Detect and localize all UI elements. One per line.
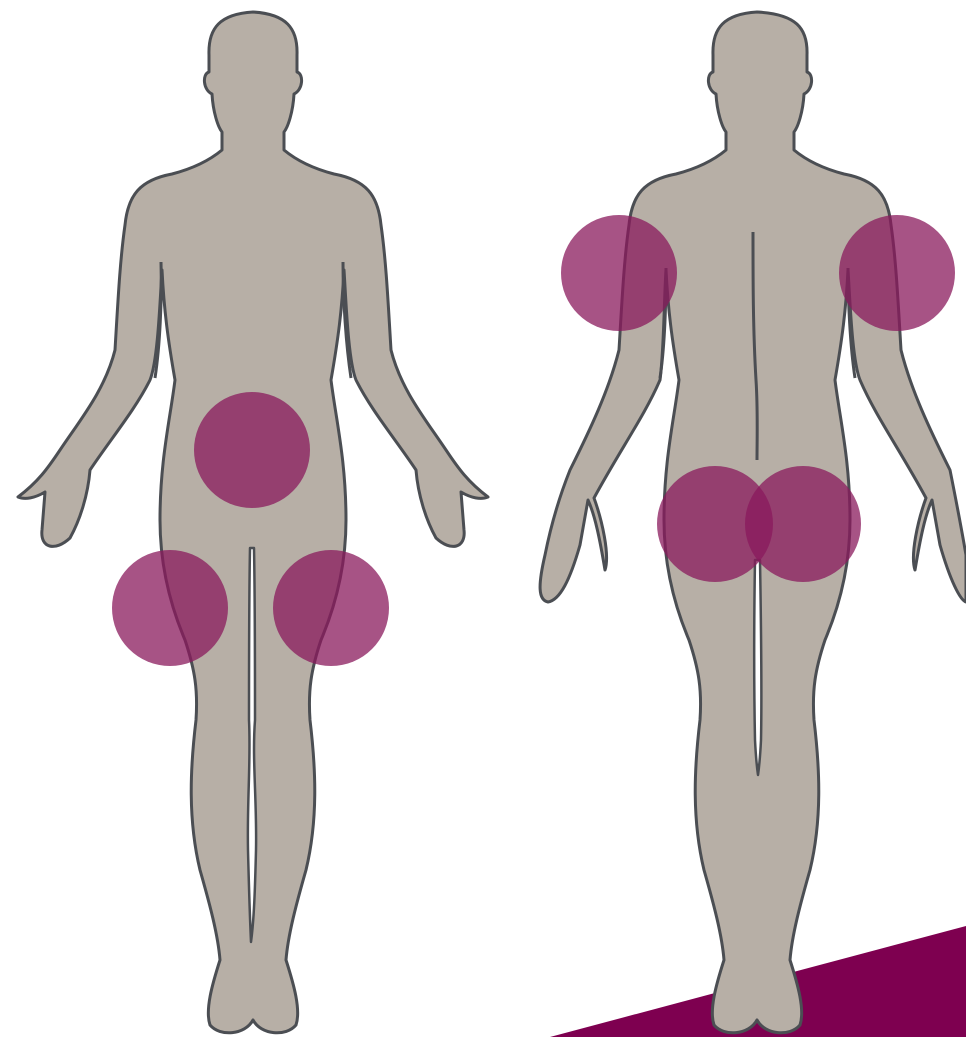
site-marker-back-right-upper-arm (839, 215, 955, 331)
site-marker-front-right-thigh (273, 550, 389, 666)
front-body-figure (18, 12, 488, 1033)
site-marker-front-left-thigh (112, 550, 228, 666)
site-marker-back-right-buttock (745, 466, 861, 582)
site-marker-back-left-upper-arm (561, 215, 677, 331)
site-marker-abdomen (194, 392, 310, 508)
back-leg-gap (754, 560, 761, 775)
front-leg-gap (248, 548, 256, 942)
